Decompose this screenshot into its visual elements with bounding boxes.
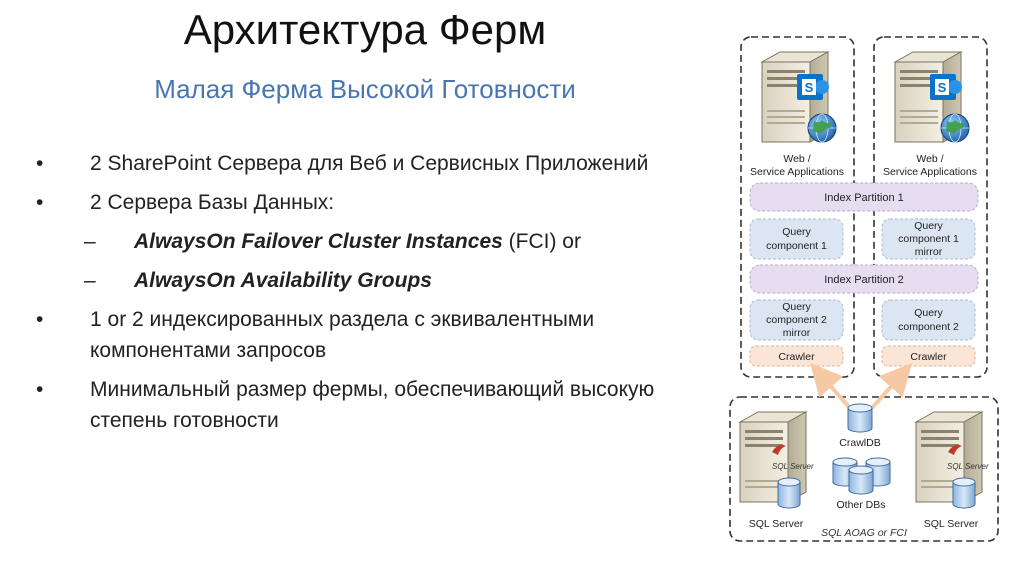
globe-icon (807, 113, 837, 143)
sql-server-logo-icon: SQL Server (947, 444, 989, 471)
bullet-text: 2 SharePoint Сервера для Веб и Сервисных… (90, 152, 649, 175)
query-component-1-line2: component 1 (766, 240, 827, 252)
sql-server-left: SQL Server SQL Server (738, 411, 814, 530)
query-component-2-mirror-line3: mirror (783, 327, 811, 339)
bullet-item: • 1 or 2 индексированных раздела с эквив… (36, 304, 716, 366)
crawler-right-label: Crawler (910, 351, 947, 363)
server-tower-icon (738, 411, 808, 503)
database-cylinder-icon (777, 477, 801, 509)
crawldb-label: CrawlDB (839, 437, 880, 449)
sub-bullet-item: – AlwaysOn Failover Cluster Instances (F… (36, 226, 716, 257)
query-component-2-line2: component 2 (898, 321, 959, 333)
bullet-text: 1 or 2 индексированных раздела с эквивал… (90, 308, 595, 362)
web-server-label-line1: Web / (916, 153, 943, 165)
bullet-text: Минимальный размер фермы, обеспечивающий… (90, 378, 655, 432)
query-component-1-mirror-line3: mirror (915, 246, 943, 258)
query-component-1 (749, 218, 844, 260)
sql-server-logo-text: SQL Server (772, 462, 814, 471)
sharepoint-logo-icon: S (930, 74, 962, 100)
web-server-label-line2: Service Applications (750, 166, 844, 178)
bullet-item: • 2 Сервера Базы Данных: (36, 187, 716, 218)
query-component-1-line1: Query (782, 226, 811, 238)
web-server-label-line2: Service Applications (883, 166, 977, 178)
bullet-list: • 2 SharePoint Сервера для Веб и Сервисн… (36, 148, 716, 444)
index-partition-1 (749, 182, 979, 212)
query-component-1-mirror-line2: component 1 (898, 233, 959, 245)
sql-server-logo-text: SQL Server (947, 462, 989, 471)
index-partition-2-label: Index Partition 2 (824, 274, 904, 286)
slide-subtitle: Малая Ферма Высокой Готовности (154, 74, 576, 104)
query-component-1-mirror-line1: Query (914, 220, 943, 232)
other-dbs-label: Other DBs (836, 499, 885, 511)
bullet-marker: – (84, 230, 96, 253)
sql-server-right: SQL Server SQL Server (914, 411, 989, 530)
crawl-arrow-left (810, 363, 852, 410)
sql-server-label: SQL Server (749, 518, 804, 530)
web-server-label-line1: Web / (783, 153, 810, 165)
web-server-left: S Web / Service Applications (750, 51, 844, 178)
query-component-2-line1: Query (914, 307, 943, 319)
bullet-text: 2 Сервера Базы Данных: (90, 191, 335, 214)
database-cylinder-icon (848, 465, 874, 495)
database-cylinder-icon (847, 403, 873, 433)
bullet-emphasis: AlwaysOn Failover Cluster Instances (134, 230, 503, 253)
sql-server-label: SQL Server (924, 518, 979, 530)
query-component-2-mirror-line2: component 2 (766, 314, 827, 326)
query-component-2 (881, 299, 976, 341)
crawler-left (749, 345, 844, 367)
sharepoint-logo-icon: S (797, 74, 829, 100)
sql-server-logo-icon: SQL Server (772, 444, 814, 471)
sql-cluster-label: SQL AOAG or FCI (821, 527, 907, 539)
bullet-marker: • (36, 308, 44, 331)
sub-bullet-item: – AlwaysOn Availability Groups (36, 265, 716, 296)
web-server-group-right (873, 36, 988, 378)
svg-text:S: S (938, 80, 947, 95)
slide-title: Архитектура Ферм (183, 6, 547, 53)
database-cylinder-icon (952, 477, 976, 509)
bullet-item: • Минимальный размер фермы, обеспечивающ… (36, 374, 716, 436)
bullet-marker: • (36, 191, 44, 214)
bullet-marker: – (84, 269, 96, 292)
query-component-2-mirror (749, 299, 844, 341)
globe-icon (940, 113, 970, 143)
bullet-text: (FCI) or (502, 230, 581, 253)
index-partition-2 (749, 264, 979, 294)
index-partition-1-label: Index Partition 1 (824, 192, 904, 204)
query-component-2-mirror-line1: Query (782, 301, 811, 313)
query-component-1-mirror (881, 218, 976, 260)
bullet-marker: • (36, 378, 44, 401)
crawler-left-label: Crawler (778, 351, 815, 363)
crawler-right (881, 345, 976, 367)
svg-text:S: S (805, 80, 814, 95)
bullet-emphasis: AlwaysOn Availability Groups (134, 269, 432, 292)
crawl-arrow-right (870, 363, 912, 410)
web-server-right: S Web / Service Applications (883, 51, 977, 178)
bullet-marker: • (36, 152, 44, 175)
bullet-item: • 2 SharePoint Сервера для Веб и Сервисн… (36, 148, 716, 179)
sql-server-group (729, 396, 999, 542)
